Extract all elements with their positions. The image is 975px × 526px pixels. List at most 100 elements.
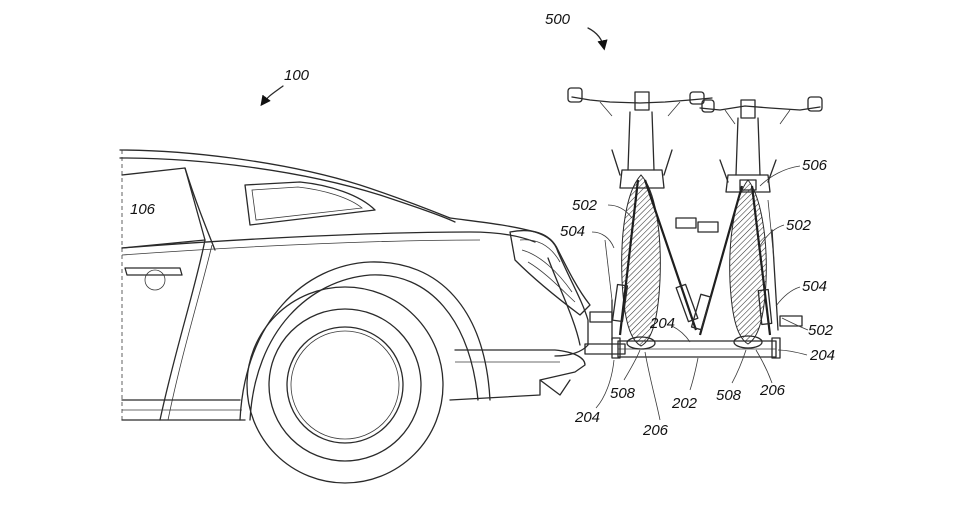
ref-504-left: 504 [560,223,585,240]
ref-508-left: 508 [610,385,636,402]
ref-204-right: 204 [809,347,835,364]
shoulder-line-lower [121,239,481,256]
shoulder-line [121,231,536,249]
ref-100: 100 [284,67,310,84]
right-stem [740,99,756,119]
door-rear-edge-inner [167,244,213,421]
rear-quarter-window-inner [251,186,363,221]
ref-502-lower-right: 502 [808,322,834,339]
ref-204-center: 204 [649,315,675,332]
ref-106: 106 [130,201,156,218]
ref-206-right: 206 [759,382,786,399]
ref-504-right: 504 [802,278,827,295]
leader-202 [689,357,699,391]
right-brake-levers [724,109,791,125]
left-frame-stays [611,149,673,176]
exhaust-tip [539,379,571,396]
vehicle-roofline-inner [119,157,456,223]
left-strap-502-b [643,179,698,331]
leader-204b [671,325,691,343]
end-cap-left [611,337,621,359]
right-fork-crown [725,174,771,193]
vehicle-roofline [119,149,451,219]
left-pedal [589,311,613,323]
rear-fascia-crease [547,257,581,346]
leader-508b [731,349,747,384]
left-head-tube [627,111,655,171]
left-grip-r [689,91,705,105]
reference-numerals: 100 500 106 502 504 506 502 504 502 204 … [130,11,835,439]
wheel-arch [249,274,479,421]
right-grip-l [701,99,715,113]
leader-502c [781,317,809,331]
end-cap-right [771,337,781,359]
left-fork-crown [619,169,665,189]
tail-light-detail-3 [527,261,576,303]
right-bicycle [690,96,823,349]
ref-500: 500 [545,11,571,28]
tire-outer [246,286,444,484]
ref-502-right: 502 [786,217,812,234]
door-window [121,167,206,249]
right-grip-r [807,96,823,112]
right-pedal [779,315,803,327]
right-seat-tube [767,199,775,261]
tire-sidewall [268,308,422,462]
right-frame-stays [719,159,777,183]
left-seat-tube [604,239,613,301]
door-handle [124,267,183,276]
strap-anchor-506 [739,179,757,191]
ref-202: 202 [671,395,698,412]
left-bicycle [567,87,713,350]
left-brake-levers [599,101,681,117]
wheel-arch-outer [239,261,491,421]
left-handlebar [571,96,713,104]
tail-light-detail-2 [521,249,573,293]
rear-quarter-window [244,181,376,226]
leader-504a [591,231,615,249]
leader-502b [759,224,785,247]
left-wheel-hub-508 [626,336,656,350]
arrow-500 [587,27,608,51]
ref-502-upper-left: 502 [572,197,598,214]
left-grip-l [567,87,583,103]
leader-204a [595,359,615,409]
leader-508a [623,349,641,381]
rear-deck [449,217,559,253]
rim [286,326,404,444]
left-middle-pedal [675,217,697,229]
rear-bumper [449,349,586,401]
leader-lines [587,27,809,421]
rear-fascia [554,251,589,357]
left-tensioner-504 [611,283,629,323]
left-stem [634,91,650,111]
right-head-tube [735,117,761,176]
right-handlebar [699,105,821,111]
bike-rack [567,87,823,359]
b-pillar [184,167,216,251]
tail-light-detail-1 [519,239,561,263]
ref-204-left: 204 [574,409,600,426]
leader-506 [759,165,801,187]
right-wheel-hub-508 [733,335,763,349]
leader-204c [777,349,808,356]
right-middle-pedal [697,221,719,233]
ref-506: 506 [802,157,828,174]
ref-508-right: 508 [716,387,742,404]
right-strap-502-b [750,185,772,336]
ref-206-left: 206 [642,422,669,439]
door-rear-edge [159,239,206,421]
vehicle [119,85,591,484]
leader-502a [607,204,633,219]
tail-light [509,229,591,316]
door-handle-recess [144,269,166,291]
leader-206b [755,349,773,384]
leader-206a [644,351,661,421]
left-strap-502-a [618,179,640,336]
right-tensioner-504-b [757,288,773,326]
arrow-100 [260,85,284,107]
rim-inner [290,330,400,440]
right-tensioner-504 [690,293,712,331]
